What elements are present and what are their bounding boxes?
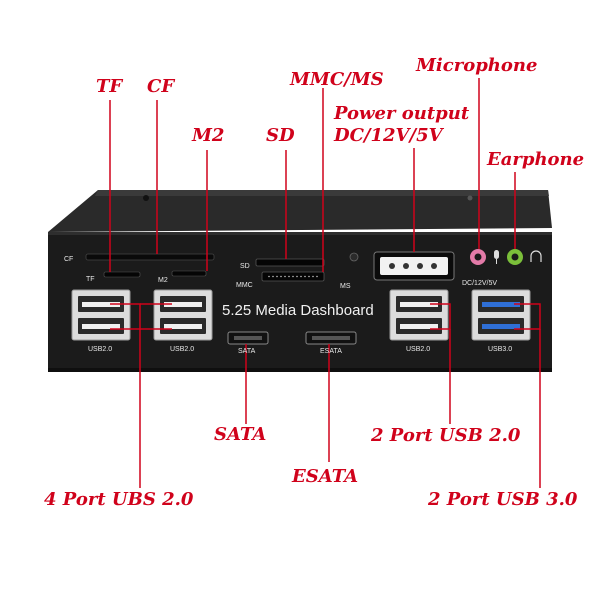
callout-line-usb30 bbox=[514, 303, 541, 330]
panel-label-esata: ESATA bbox=[320, 348, 342, 355]
tf-slot bbox=[103, 271, 141, 278]
front-panel-edge bbox=[48, 232, 552, 235]
callout-tf: TF bbox=[96, 76, 123, 97]
front-panel-bottom bbox=[48, 368, 552, 372]
panel-label-usb20-b: USB2.0 bbox=[170, 346, 195, 353]
usb20-group-a bbox=[71, 289, 131, 341]
microphone-icon bbox=[494, 250, 499, 264]
panel-label-usb20-c: USB2.0 bbox=[406, 346, 431, 353]
panel-label-mmc: MMC bbox=[236, 282, 253, 289]
callout-esata: ESATA bbox=[292, 466, 359, 487]
panel-label-dc: DC/12V/5V bbox=[462, 280, 498, 287]
chassis-top-highlight bbox=[95, 190, 549, 196]
power-pin-3 bbox=[417, 263, 423, 269]
callout-lines bbox=[109, 78, 541, 488]
usb20-group-b bbox=[153, 289, 213, 341]
panel-label-sata: SATA bbox=[238, 348, 256, 355]
callout-usb20-4port: 4 Port UBS 2.0 bbox=[44, 489, 194, 510]
m2-slot bbox=[171, 270, 207, 277]
callout-sata: SATA bbox=[214, 424, 267, 445]
callout-microphone: Microphone bbox=[416, 55, 538, 76]
earphone-jack-hole bbox=[511, 253, 519, 261]
power-pin-4 bbox=[431, 263, 437, 269]
panel-label-usb30: USB3.0 bbox=[488, 346, 513, 353]
panel-label-cf: CF bbox=[64, 256, 74, 263]
callout-usb20-2port: 2 Port USB 2.0 bbox=[371, 425, 521, 446]
power-pin-1 bbox=[389, 263, 395, 269]
chassis-top bbox=[48, 190, 552, 232]
panel-label-usb20-a: USB2.0 bbox=[88, 346, 113, 353]
screw-hole-right bbox=[467, 195, 473, 201]
callout-cf: CF bbox=[147, 76, 175, 97]
usb20-group-c bbox=[389, 289, 449, 341]
panel-label-ms: MS bbox=[340, 283, 351, 290]
esata-port bbox=[305, 331, 357, 345]
callout-line-usb20-2port bbox=[430, 303, 451, 330]
panel-label-tf: TF bbox=[86, 276, 95, 283]
callout-earphone: Earphone bbox=[487, 149, 585, 170]
callout-m2: M2 bbox=[192, 125, 225, 146]
callout-mmc-ms: MMC/MS bbox=[290, 69, 384, 90]
microphone-jack-hole bbox=[474, 253, 482, 261]
screw-hole bbox=[143, 195, 149, 201]
cf-slot bbox=[85, 253, 215, 261]
usb30-group bbox=[471, 289, 531, 341]
callout-power-output-line1: Power output bbox=[334, 103, 470, 124]
power-led bbox=[349, 252, 359, 262]
callout-power-output-line2: DC/12V/5V bbox=[334, 125, 443, 146]
headphone-icon bbox=[530, 250, 542, 262]
panel-label-m2: M2 bbox=[158, 277, 168, 284]
panel-label-sd: SD bbox=[240, 263, 250, 270]
power-output-inner bbox=[380, 257, 448, 275]
power-pin-2 bbox=[403, 263, 409, 269]
sata-port bbox=[227, 331, 269, 345]
sd-slot bbox=[255, 258, 325, 267]
callout-sd: SD bbox=[266, 125, 295, 146]
panel-title: 5.25 Media Dashboard bbox=[222, 302, 374, 319]
callout-usb30-2port: 2 Port USB 3.0 bbox=[428, 489, 578, 510]
callout-line-usb20-4port bbox=[110, 303, 141, 330]
